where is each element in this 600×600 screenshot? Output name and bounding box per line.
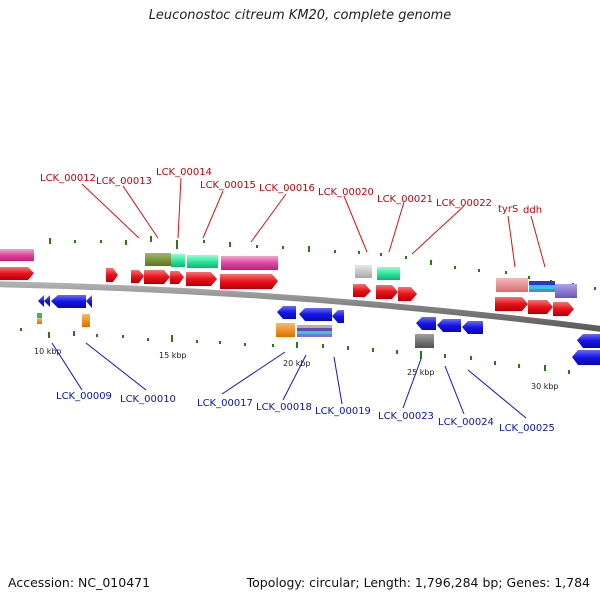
- scale-label-20kbp: 20 kbp: [283, 359, 311, 368]
- scale-label-group: 10 kbp 15 kbp 20 kbp 25 kbp 30 kbp: [34, 347, 559, 391]
- gene-label-lck-00012[interactable]: LCK_00012: [40, 173, 96, 184]
- genome-backbone: [0, 281, 600, 332]
- leader-lines-bottom: [51, 342, 527, 419]
- gene-label-lck-00010[interactable]: LCK_00010: [120, 394, 176, 405]
- gene-label-ddh[interactable]: ddh: [523, 205, 542, 216]
- gene-label-lck-00014[interactable]: LCK_00014: [156, 167, 212, 178]
- gene-label-lck-00009[interactable]: LCK_00009: [56, 391, 112, 402]
- accession-text: Accession: NC_010471: [8, 575, 151, 590]
- gene-label-lck-00017[interactable]: LCK_00017: [197, 398, 253, 409]
- cog-track-bottom: [37, 313, 434, 348]
- gene-label-lck-00020[interactable]: LCK_00020: [318, 187, 374, 198]
- genome-summary-text: Topology: circular; Length: 1,796,284 bp…: [246, 575, 590, 590]
- bottom-label-group: LCK_00009 LCK_00010 LCK_00017 LCK_00018 …: [56, 391, 555, 434]
- gene-label-lck-00023[interactable]: LCK_00023: [378, 411, 434, 422]
- gene-label-lck-00025[interactable]: LCK_00025: [499, 423, 555, 434]
- cog-track-top: [0, 249, 577, 298]
- scale-label-10kbp: 10 kbp: [34, 347, 62, 356]
- gene-label-lck-00024[interactable]: LCK_00024: [438, 417, 494, 428]
- reverse-genes: [38, 295, 600, 365]
- scale-label-25kbp: 25 kbp: [407, 368, 435, 377]
- scale-label-30kbp: 30 kbp: [531, 382, 559, 391]
- map-title: Leuconostoc citreum KM20, complete genom…: [148, 8, 452, 23]
- tick-marks: [20, 236, 596, 374]
- gene-label-tyrs[interactable]: tyrS: [498, 204, 518, 215]
- gene-label-lck-00013[interactable]: LCK_00013: [96, 176, 152, 187]
- leader-lines-top: [81, 177, 546, 268]
- forward-genes: [0, 267, 574, 316]
- gene-label-lck-00019[interactable]: LCK_00019: [315, 406, 371, 417]
- gene-label-lck-00015[interactable]: LCK_00015: [200, 180, 256, 191]
- gene-label-lck-00016[interactable]: LCK_00016: [259, 183, 315, 194]
- gene-label-lck-00021[interactable]: LCK_00021: [377, 194, 433, 205]
- gene-label-lck-00022[interactable]: LCK_00022: [436, 198, 492, 209]
- scale-label-15kbp: 15 kbp: [159, 351, 187, 360]
- gene-label-lck-00018[interactable]: LCK_00018: [256, 402, 312, 413]
- top-label-group: LCK_00012 LCK_00013 LCK_00014 LCK_00015 …: [40, 167, 542, 216]
